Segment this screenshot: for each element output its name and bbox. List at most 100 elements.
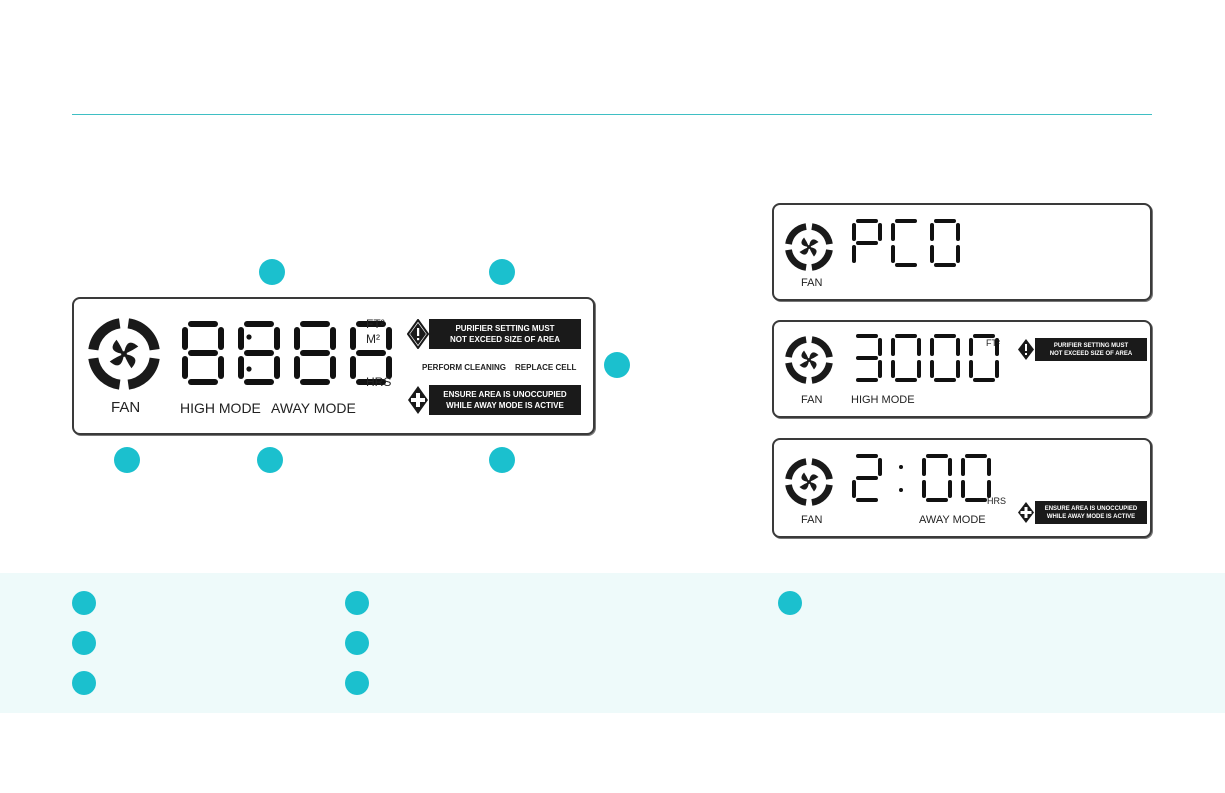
legend-marker xyxy=(72,631,96,655)
callout-marker xyxy=(489,447,515,473)
colon-dot xyxy=(899,488,903,492)
digit-segment xyxy=(878,338,882,356)
unit-hrs: HRS xyxy=(987,496,1007,506)
away-mode-label: AWAY MODE xyxy=(919,514,986,526)
perform-cleaning-label: PERFORM CLEANING xyxy=(422,363,506,372)
pco-readout xyxy=(852,219,960,267)
fan-blade xyxy=(809,474,819,482)
digit-segment xyxy=(922,480,926,498)
digit-segment xyxy=(930,223,934,241)
digit-segment xyxy=(965,454,987,458)
legend-marker xyxy=(345,591,369,615)
fan-blade xyxy=(801,237,809,247)
fan-hub xyxy=(807,358,811,362)
digit-segment xyxy=(300,379,330,385)
main-lcd-display: FAN FT² M² HRS HIGH MODE AWAY MODE PERFO… xyxy=(72,297,595,435)
fan-ring-segment xyxy=(785,249,807,271)
digit-segment xyxy=(987,458,991,476)
fan-ring-segment xyxy=(785,362,807,384)
callout-marker xyxy=(257,447,283,473)
fan-ring-segment xyxy=(811,223,833,245)
main-lcd-graphics xyxy=(88,318,392,390)
legend-item xyxy=(72,671,106,695)
digit-segment xyxy=(856,219,878,223)
fan-ring-segment xyxy=(785,458,807,480)
fan-blade xyxy=(809,360,817,370)
unit-ft: FT² xyxy=(986,338,1000,348)
away-line-2: WHILE AWAY MODE IS ACTIVE xyxy=(446,401,564,410)
digit-segment xyxy=(987,480,991,498)
fan-ring-segment xyxy=(785,484,807,506)
digit-segment xyxy=(244,379,274,385)
digit-segment xyxy=(244,321,274,327)
warning-line-1: PURIFIER SETTING MUST xyxy=(1053,342,1129,349)
digit-segment xyxy=(891,223,895,241)
digit-segment xyxy=(856,356,878,360)
digit-segment xyxy=(961,458,965,476)
digit-segment xyxy=(891,360,895,378)
digit-segment xyxy=(852,480,856,498)
digit-segment xyxy=(969,360,973,378)
digit-segment xyxy=(995,360,999,378)
digit-segment xyxy=(895,334,917,338)
digit-segment xyxy=(238,327,244,350)
fan-blade xyxy=(109,354,124,366)
legend-item xyxy=(345,631,379,655)
replace-cell-label: REPLACE CELL xyxy=(515,363,577,372)
fan-hub xyxy=(807,480,811,484)
fan-hub xyxy=(807,245,811,249)
timer-digit-readout xyxy=(852,454,991,502)
digit-segment xyxy=(188,321,218,327)
digit-segment xyxy=(973,378,995,382)
legend-marker xyxy=(72,591,96,615)
digit-segment xyxy=(188,379,218,385)
fan-icon xyxy=(88,318,160,390)
fan-blade xyxy=(124,354,136,369)
digit-segment xyxy=(218,327,224,350)
legend-marker xyxy=(778,591,802,615)
fan-ring-segment xyxy=(785,223,807,245)
fan-ring-segment xyxy=(88,318,121,351)
digit-segment xyxy=(852,245,856,263)
digit-segment xyxy=(930,360,934,378)
digit-segment xyxy=(895,219,917,223)
fan-ring-segment xyxy=(811,484,833,506)
digit-segment xyxy=(856,378,878,382)
digit-segment xyxy=(300,350,330,356)
fan-blade xyxy=(809,247,817,257)
fan-icon xyxy=(785,458,833,506)
digit-segment xyxy=(926,498,948,502)
area-digit-readout xyxy=(856,334,999,382)
pco-lcd-graphics xyxy=(785,219,960,271)
colon-dot xyxy=(246,334,252,340)
digit-segment xyxy=(961,480,965,498)
digit-segment xyxy=(969,338,973,356)
fan-label: FAN xyxy=(801,394,823,406)
away-line-1: ENSURE AREA IS UNOCCUPIED xyxy=(443,390,567,399)
digit-segment xyxy=(856,334,878,338)
digit-segment xyxy=(294,327,300,350)
digit-readout xyxy=(182,321,392,385)
digit-segment xyxy=(188,350,218,356)
callout-marker xyxy=(604,352,630,378)
fan-blade xyxy=(801,350,809,360)
away-badge: ENSURE AREA IS UNOCCUPIED WHILE AWAY MOD… xyxy=(1017,501,1147,524)
example-display-area: FAN FT² HIGH MODE PURIFIER SETTING MUST … xyxy=(772,320,1152,418)
fan-ring-segment xyxy=(127,357,160,390)
example-display-pco: FAN xyxy=(772,203,1152,301)
fan-ring-segment xyxy=(811,458,833,480)
digit-segment xyxy=(274,327,280,350)
digit-segment xyxy=(878,360,882,378)
digit-segment xyxy=(856,498,878,502)
colon-dot xyxy=(246,366,252,372)
header-rule xyxy=(72,114,1152,115)
legend-item xyxy=(72,631,106,655)
digit-segment xyxy=(274,356,280,379)
digit-segment xyxy=(930,338,934,356)
warning-line-1: PURIFIER SETTING MUST xyxy=(455,324,555,333)
fan-icon xyxy=(785,223,833,271)
digit-segment xyxy=(182,356,188,379)
fan-hub xyxy=(121,351,127,357)
digit-segment xyxy=(973,334,995,338)
digit-segment xyxy=(948,480,952,498)
